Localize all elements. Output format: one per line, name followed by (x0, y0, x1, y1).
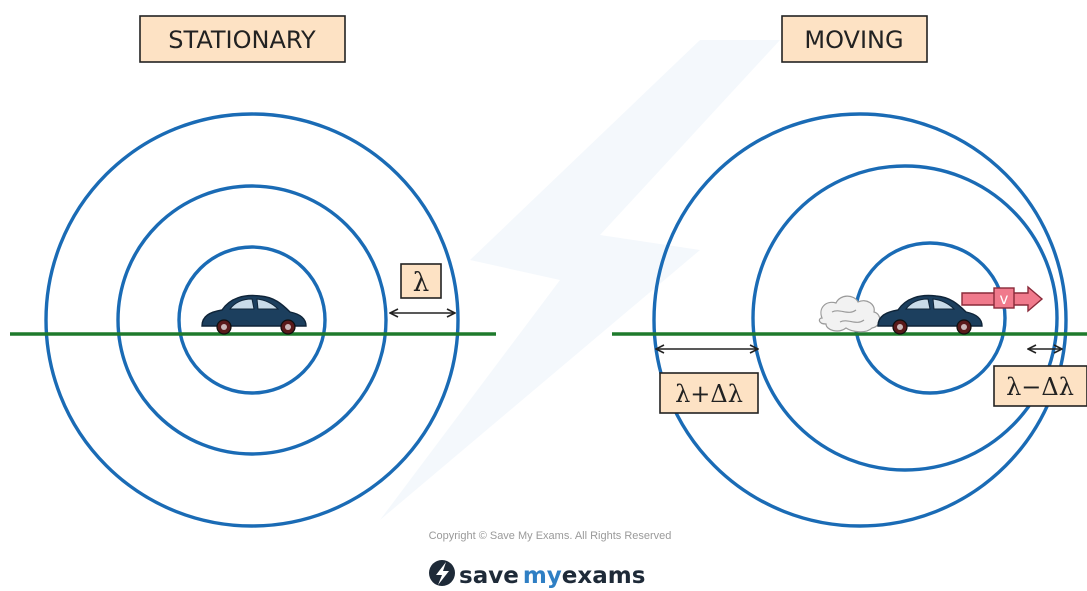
stationary-wavefront-middle (116, 184, 388, 456)
moving-wavefront-outer (652, 112, 1068, 528)
moving-title-box (781, 15, 928, 63)
bolt-logo-icon (429, 560, 455, 586)
exhaust-cloud (818, 295, 881, 333)
stationary-title: STATIONARY (168, 26, 316, 54)
moving-title: MOVING (804, 26, 903, 54)
behind-wavelength-box (659, 372, 759, 414)
moving-panel: MOVING v λ (612, 15, 1087, 528)
stationary-wavefront-outer (44, 112, 460, 528)
stationary-wavefront-inner (177, 245, 327, 395)
copyright-text: Copyright © Save My Exams. All Rights Re… (429, 530, 672, 542)
ahead-wavelength-label: λ−Δλ (1006, 373, 1074, 401)
watermark-bolt (380, 40, 780, 520)
brand-save: save (459, 563, 519, 589)
velocity-arrow: v (961, 285, 1044, 313)
behind-wavelength-label: λ+Δλ (675, 380, 743, 408)
velocity-label: v (1000, 290, 1009, 308)
stationary-title-box (139, 15, 346, 63)
stationary-wavelength-box (400, 263, 442, 299)
stationary-wavelength-label: λ (413, 268, 429, 298)
brand-exams: exams (562, 563, 646, 589)
brand-my: my (523, 563, 562, 589)
moving-wavefront-middle (751, 164, 1059, 472)
ahead-wavelength-box (993, 365, 1087, 407)
stationary-car (201, 294, 307, 335)
stationary-panel: STATIONARY λ (10, 15, 496, 528)
moving-car (877, 294, 983, 335)
